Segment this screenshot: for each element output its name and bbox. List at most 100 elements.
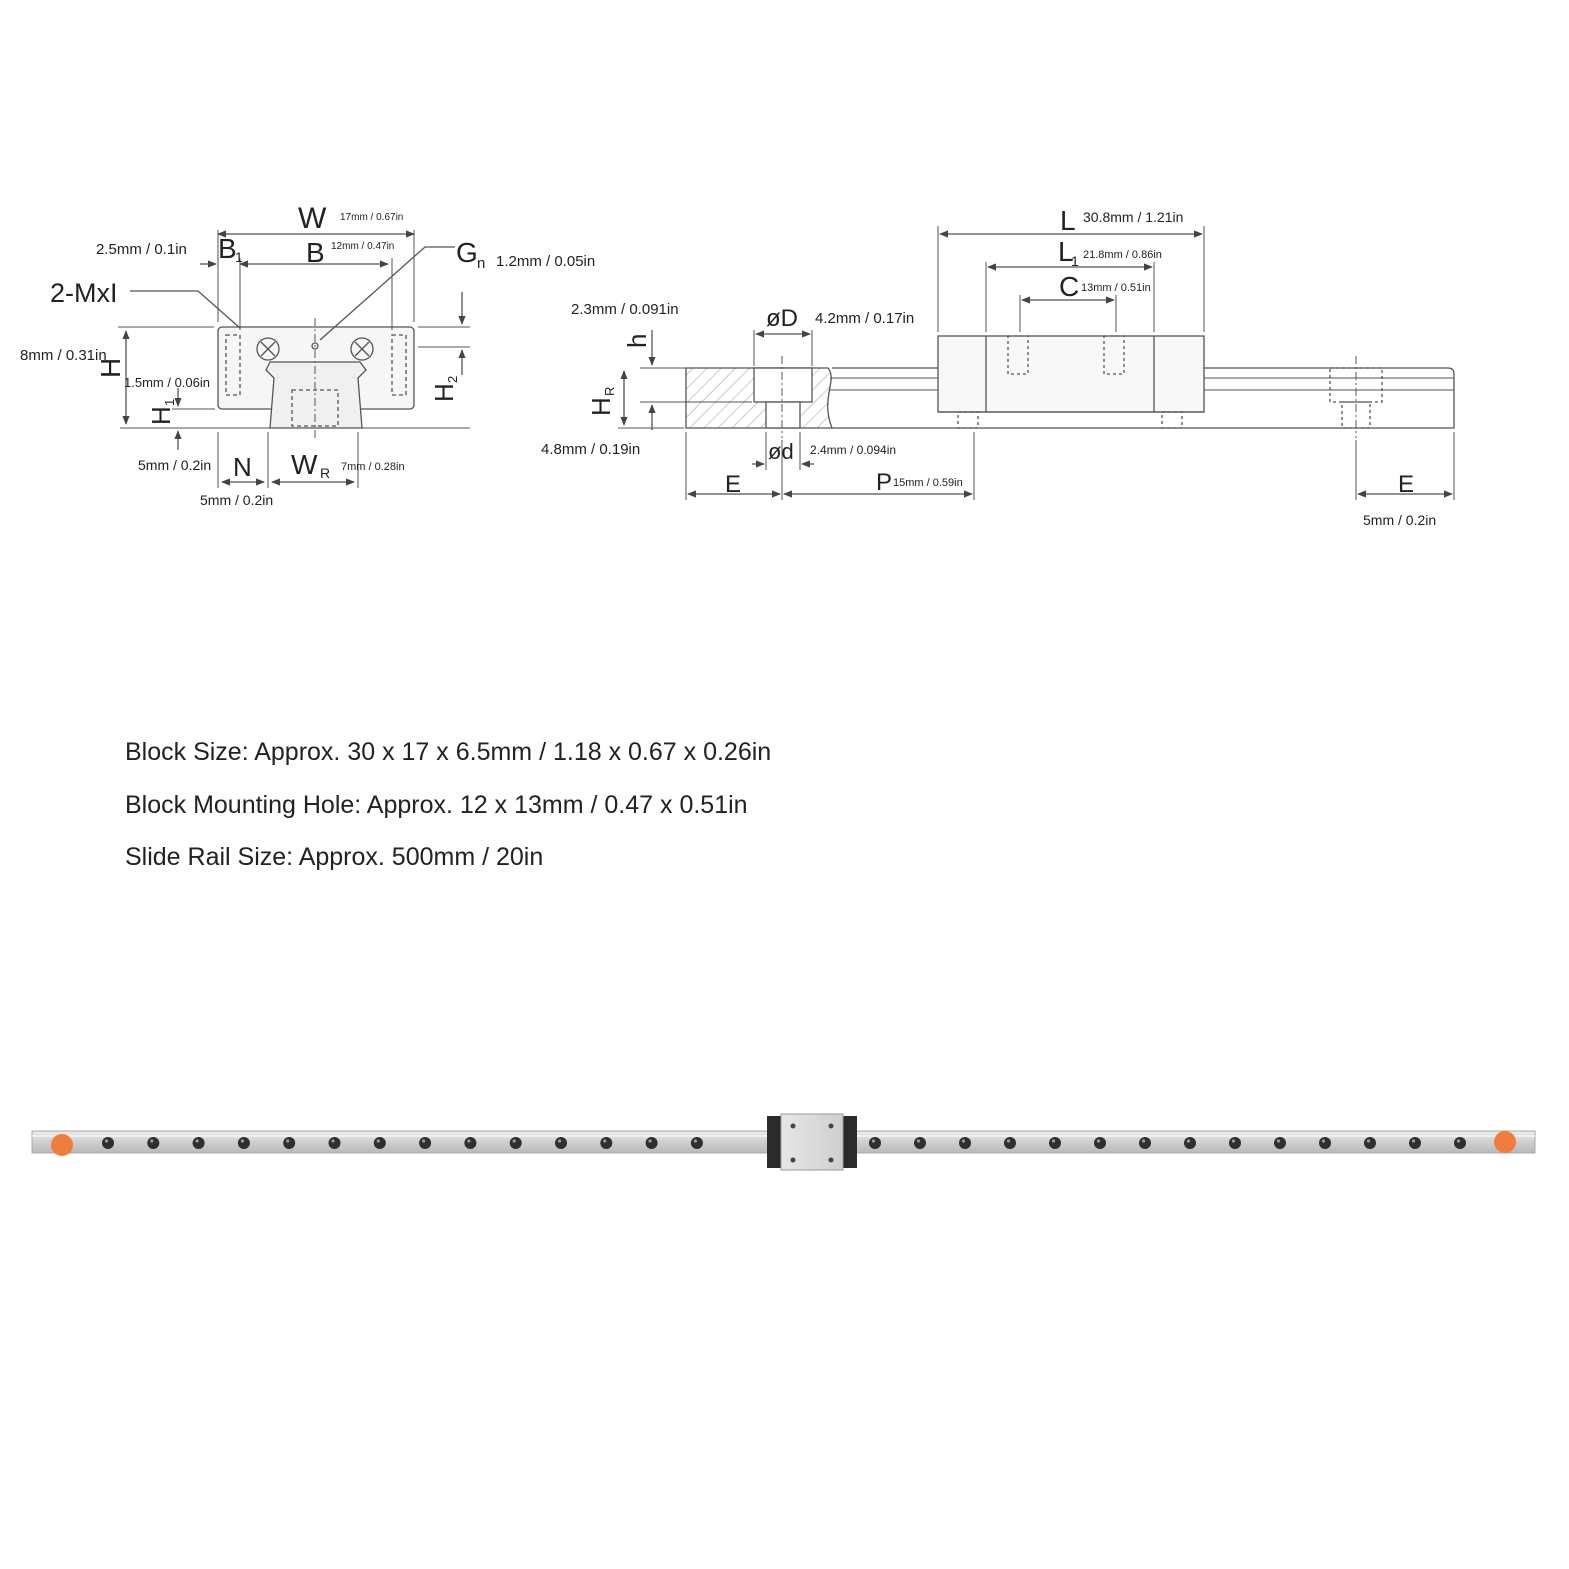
d-small-letter: ød [768,439,794,464]
rail-hole-highlight [331,1139,335,1143]
rail-hole-highlight [195,1139,199,1143]
rail-photo [31,1113,1536,1171]
spec-block-size: Block Size: Approx. 30 x 17 x 6.5mm / 1.… [125,738,772,766]
side-view [618,226,1455,500]
rail-hole-highlight [916,1139,921,1143]
rail-hole-highlight [512,1139,516,1143]
e-right-letter: E [1398,471,1414,498]
rail-hole-highlight [1411,1139,1416,1143]
rail-hole [328,1137,341,1149]
carriage-block-end-right [843,1116,857,1168]
rail-hole-highlight [376,1139,380,1143]
rail-hole [283,1137,296,1149]
l1-sub: 1 [1071,253,1079,269]
end-cap-left [51,1134,73,1156]
hr-sub: R [602,387,617,396]
rail-hole [1139,1137,1151,1149]
spec-mounting-hole: Block Mounting Hole: Approx. 12 x 13mm /… [125,791,748,819]
rail-body [832,367,1455,429]
w-value: 17mm / 0.67in [340,212,403,223]
rail-hole [914,1137,926,1149]
carriage-block-end-left [767,1116,781,1168]
rail-hole-highlight [1096,1139,1101,1143]
block-side [937,335,1205,413]
h-value: 8mm / 0.31in [20,347,107,364]
rail-hole [1319,1137,1331,1149]
spec-rail-size: Slide Rail Size: Approx. 500mm / 20in [125,843,544,871]
rail-holes [102,1137,1466,1149]
rail-hole-highlight [1051,1139,1056,1143]
rail-hole-highlight [1186,1139,1191,1143]
l1-value: 21.8mm / 0.86in [1083,249,1162,261]
gn-sub: n [477,255,485,272]
rail-hole-highlight [1276,1139,1281,1143]
rail-profile [265,361,367,429]
ball-left [256,337,280,361]
n-value: 5mm / 0.2in [138,457,211,473]
b-value: 12mm / 0.47in [331,241,394,252]
rail-hole-highlight [240,1139,244,1143]
cross-section-labels: W 17mm / 0.67in B 1 2.5mm / 0.1in B 12mm… [20,202,595,508]
w-letter: W [298,202,327,235]
rail-hole [1184,1137,1196,1149]
l-letter: L [1060,205,1076,236]
h1-sub: 1 [162,399,177,406]
rail-hole-highlight [693,1139,698,1143]
rail-hole-highlight [1366,1139,1371,1143]
rail-hole-highlight [961,1139,966,1143]
cross-section-view [118,230,470,488]
rail-hole-highlight [150,1139,154,1143]
rail-hole [147,1137,160,1149]
wr-value: 7mm / 0.28in [341,461,405,473]
d-small-value: 2.4mm / 0.094in [810,443,896,457]
h-small-letter: h [622,334,652,348]
rail-hole [192,1137,205,1149]
rail-hole [1004,1137,1016,1149]
rail-hole [869,1137,881,1149]
side-view-labels: L 30.8mm / 1.21in L 1 21.8mm / 0.86in C … [541,205,1436,528]
rail-hole-highlight [1231,1139,1236,1143]
rail-hole [464,1137,477,1149]
rail-hole [1049,1137,1061,1149]
d-large-value: 4.2mm / 0.17in [815,310,914,327]
hr-letter: H [586,397,616,416]
wr-letter: W [291,449,318,480]
rail-hole-highlight [104,1139,109,1143]
c-value: 13mm / 0.51in [1081,282,1151,294]
rail-hole [419,1137,432,1149]
rail-hole-highlight [286,1139,290,1143]
rail-hole-highlight [467,1139,471,1143]
wr-sub: R [320,465,330,481]
h-small-value: 2.3mm / 0.091in [571,301,679,318]
rail-hole-highlight [603,1139,607,1143]
rail-hole [102,1137,114,1149]
ball-right [350,337,374,361]
d-large-letter: øD [766,305,798,332]
rail-hole-highlight [1321,1139,1326,1143]
rail-hole [237,1137,250,1149]
c-letter: C [1059,271,1079,302]
rail-hole [600,1137,613,1149]
rail-hole [1364,1137,1376,1149]
l1-letter: L [1058,236,1074,267]
rail-hole [373,1137,386,1149]
rail-hole [1454,1137,1466,1149]
rail-hole [690,1137,703,1149]
h1-letter: H [146,406,176,425]
rail-hole-highlight [1456,1139,1461,1143]
n-bottom-value: 5mm / 0.2in [200,492,273,508]
rail-hole [645,1137,658,1149]
rail-hole [509,1137,522,1149]
rail-hole-highlight [648,1139,652,1143]
l-value: 30.8mm / 1.21in [1083,209,1183,225]
rail-hole-highlight [422,1139,426,1143]
rail-hole [1094,1137,1106,1149]
rail-hole-highlight [557,1139,562,1143]
rail-hole-highlight [1006,1139,1011,1143]
gn-value: 1.2mm / 0.05in [496,253,595,270]
p-value: 15mm / 0.59in [893,477,963,489]
h2-letter: H [429,383,459,402]
b1-value: 2.5mm / 0.1in [96,241,187,258]
mxi-label: 2-MxI [50,278,118,308]
